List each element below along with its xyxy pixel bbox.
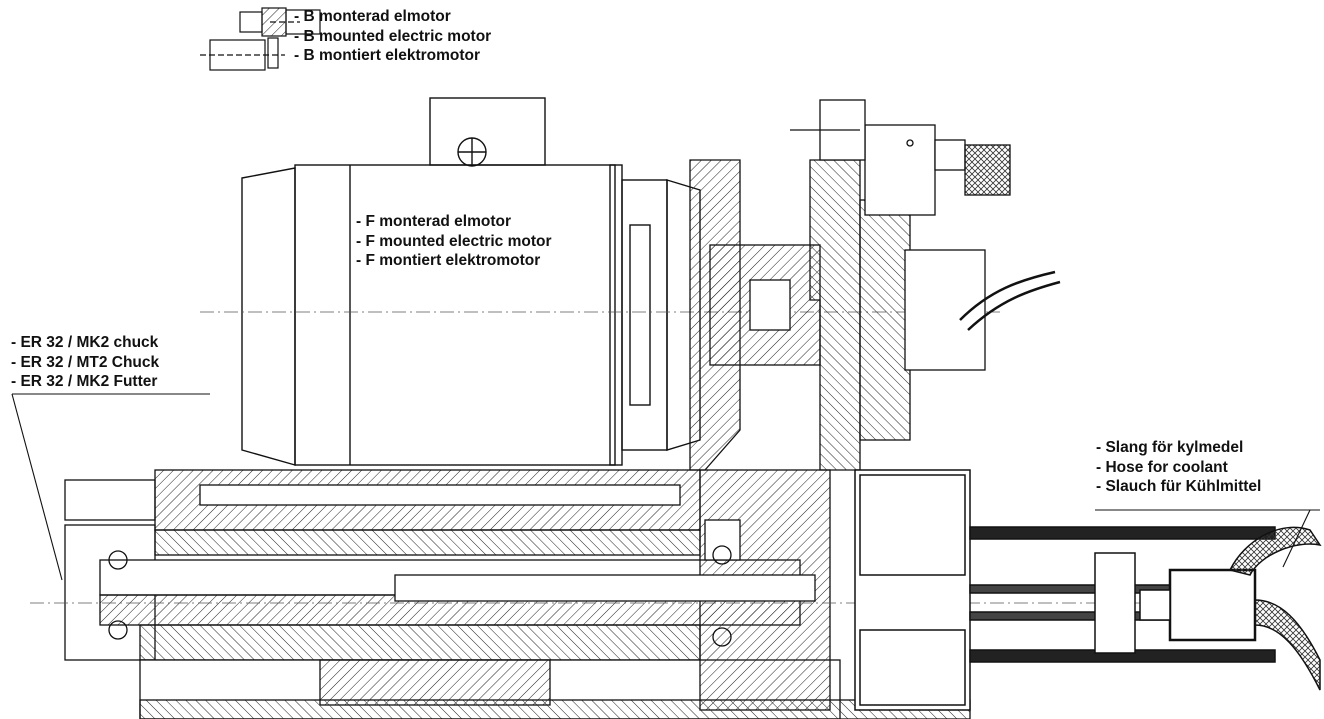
f-mounted-motor-label: - F monterad elmotor - F mounted electri… <box>356 212 552 271</box>
hose-label-en: - Hose for coolant <box>1096 458 1228 476</box>
b-motor-label-de: - B montiert elektromotor <box>294 47 481 64</box>
chuck-label-en: - ER 32 / MT2 Chuck <box>11 353 160 371</box>
gearbox-housing <box>689 99 1061 471</box>
f-motor-label-en: - F mounted electric motor <box>356 232 552 250</box>
hose-label-sv: - Slang för kylmedel <box>1096 439 1244 456</box>
hose-label-de: - Slauch für Kühlmittel <box>1096 478 1262 495</box>
f-motor-label-de: - F montiert elektromotor <box>356 252 541 269</box>
b-motor-label-sv: - B monterad elmotor <box>294 8 451 25</box>
leader-lines <box>11 393 1320 581</box>
b-mounted-motor-label: - B monterad elmotor - B mounted electri… <box>294 7 491 66</box>
chuck-label: - ER 32 / MK2 chuck - ER 32 / MT2 Chuck … <box>11 333 159 392</box>
coolant-hose-label: - Slang för kylmedel - Hose for coolant … <box>1096 438 1261 497</box>
chuck-label-sv: - ER 32 / MK2 chuck <box>11 334 159 351</box>
b-motor-thumbnail <box>200 7 321 71</box>
b-motor-label-en: - B mounted electric motor <box>294 27 492 45</box>
chuck-label-de: - ER 32 / MK2 Futter <box>11 373 158 390</box>
coolant-coupling <box>854 469 1322 711</box>
f-motor-label-sv: - F monterad elmotor <box>356 213 512 230</box>
f-motor-body <box>241 97 701 466</box>
spindle-assembly <box>64 469 971 719</box>
